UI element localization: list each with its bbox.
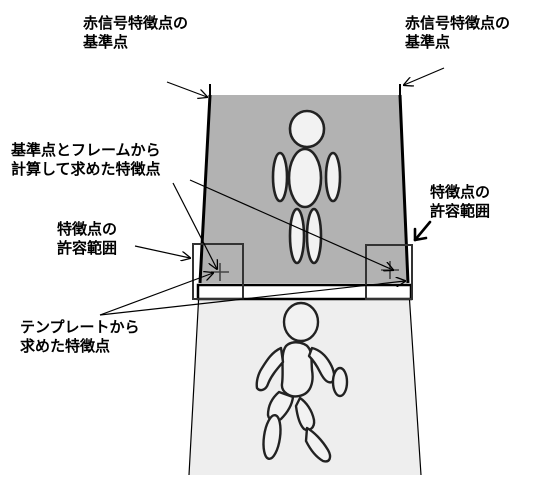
standing-figure-left-leg xyxy=(288,207,306,265)
walking-figure-back-arm xyxy=(255,346,285,392)
label-line: テンプレートから xyxy=(20,318,140,336)
walking-figure-front-shin xyxy=(304,426,332,463)
walking-figure-body xyxy=(280,341,314,398)
walking-figure-hand xyxy=(331,366,349,398)
frame-outline-lower xyxy=(188,291,422,476)
label-line: 特徴点の xyxy=(430,183,491,201)
arrow-reference-left xyxy=(166,81,207,97)
label-line: 赤信号特徴点の xyxy=(405,14,511,32)
label-line: 特徴点の xyxy=(57,220,118,238)
label-line: 求めた特徴点 xyxy=(20,337,111,355)
standing-figure-head xyxy=(288,109,326,149)
label-signal-reference-right: 赤信号特徴点の 基準点 xyxy=(405,14,510,52)
arrow-template-left xyxy=(99,273,213,316)
frame-outline-upper xyxy=(198,94,410,284)
tolerance-box-right xyxy=(365,244,413,300)
walking-figure-head xyxy=(282,301,320,343)
arrow-tolerance-left xyxy=(134,245,190,258)
standing-figure-body xyxy=(287,147,323,209)
leader-arrows xyxy=(99,67,445,316)
label-line: 赤信号特徴点の xyxy=(83,14,189,32)
arrow-tolerance-right xyxy=(413,220,432,242)
standing-figure-right-arm xyxy=(324,151,342,203)
label-line: 基準点とフレームから xyxy=(11,141,161,159)
label-tolerance-right: 特徴点の 許容範囲 xyxy=(430,183,490,221)
label-line: 基準点 xyxy=(83,33,129,51)
label-line: 許容範囲 xyxy=(57,239,118,257)
arrow-template-right xyxy=(99,281,405,316)
standing-figure-right-leg xyxy=(305,207,323,265)
arrow-computed-right xyxy=(189,179,393,270)
label-tolerance-left: 特徴点の 許容範囲 xyxy=(57,220,117,258)
tolerance-box-left xyxy=(192,243,244,300)
label-line: 基準点 xyxy=(405,33,451,51)
arrow-reference-right xyxy=(404,67,445,85)
walking-figure xyxy=(255,301,349,463)
arrow-computed-left xyxy=(172,182,217,269)
label-signal-reference-left: 赤信号特徴点の 基準点 xyxy=(83,14,188,52)
standing-figure xyxy=(271,109,342,265)
label-template-feature-point: テンプレートから 求めた特徴点 xyxy=(20,318,140,356)
label-computed-feature-point: 基準点とフレームから 計算して求めた特徴点 xyxy=(11,141,161,179)
walking-figure-back-shin xyxy=(262,413,282,461)
label-line: 計算して求めた特徴点 xyxy=(11,160,161,178)
label-line: 許容範囲 xyxy=(430,202,491,220)
standing-figure-left-arm xyxy=(271,151,289,203)
